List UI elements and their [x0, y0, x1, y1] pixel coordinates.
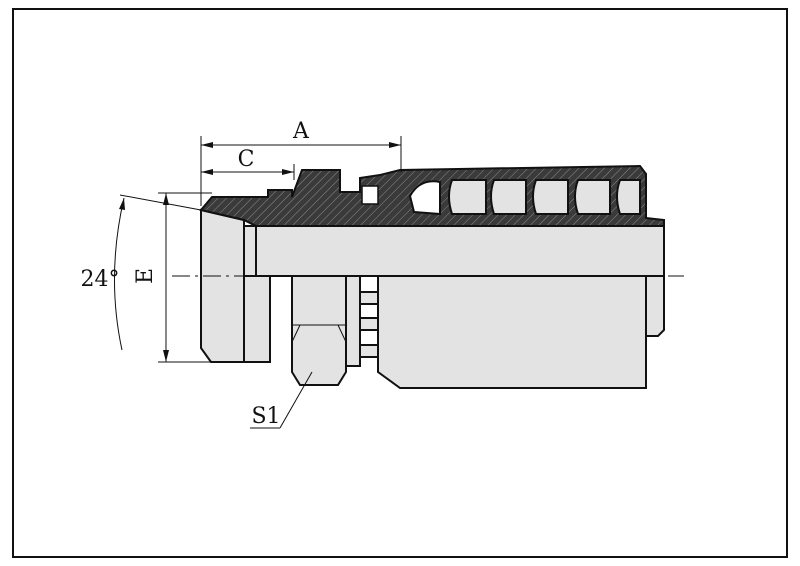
dimension-c-label: C: [238, 147, 255, 172]
dimension-e-label: E: [133, 268, 158, 284]
fitting-body: [200, 208, 665, 389]
section-half: [199, 164, 665, 227]
dimension-a-label: A: [292, 119, 310, 144]
dimension-c: C: [201, 147, 295, 180]
angle-label: 24°: [81, 267, 120, 292]
drawing-frame: [12, 8, 788, 558]
hex-size-label: S1: [251, 404, 280, 429]
dimension-e: E: [133, 192, 212, 363]
hex-leader: S1: [250, 371, 313, 429]
dimension-a: A: [200, 119, 402, 206]
angle-dimension: 24°: [81, 194, 202, 351]
